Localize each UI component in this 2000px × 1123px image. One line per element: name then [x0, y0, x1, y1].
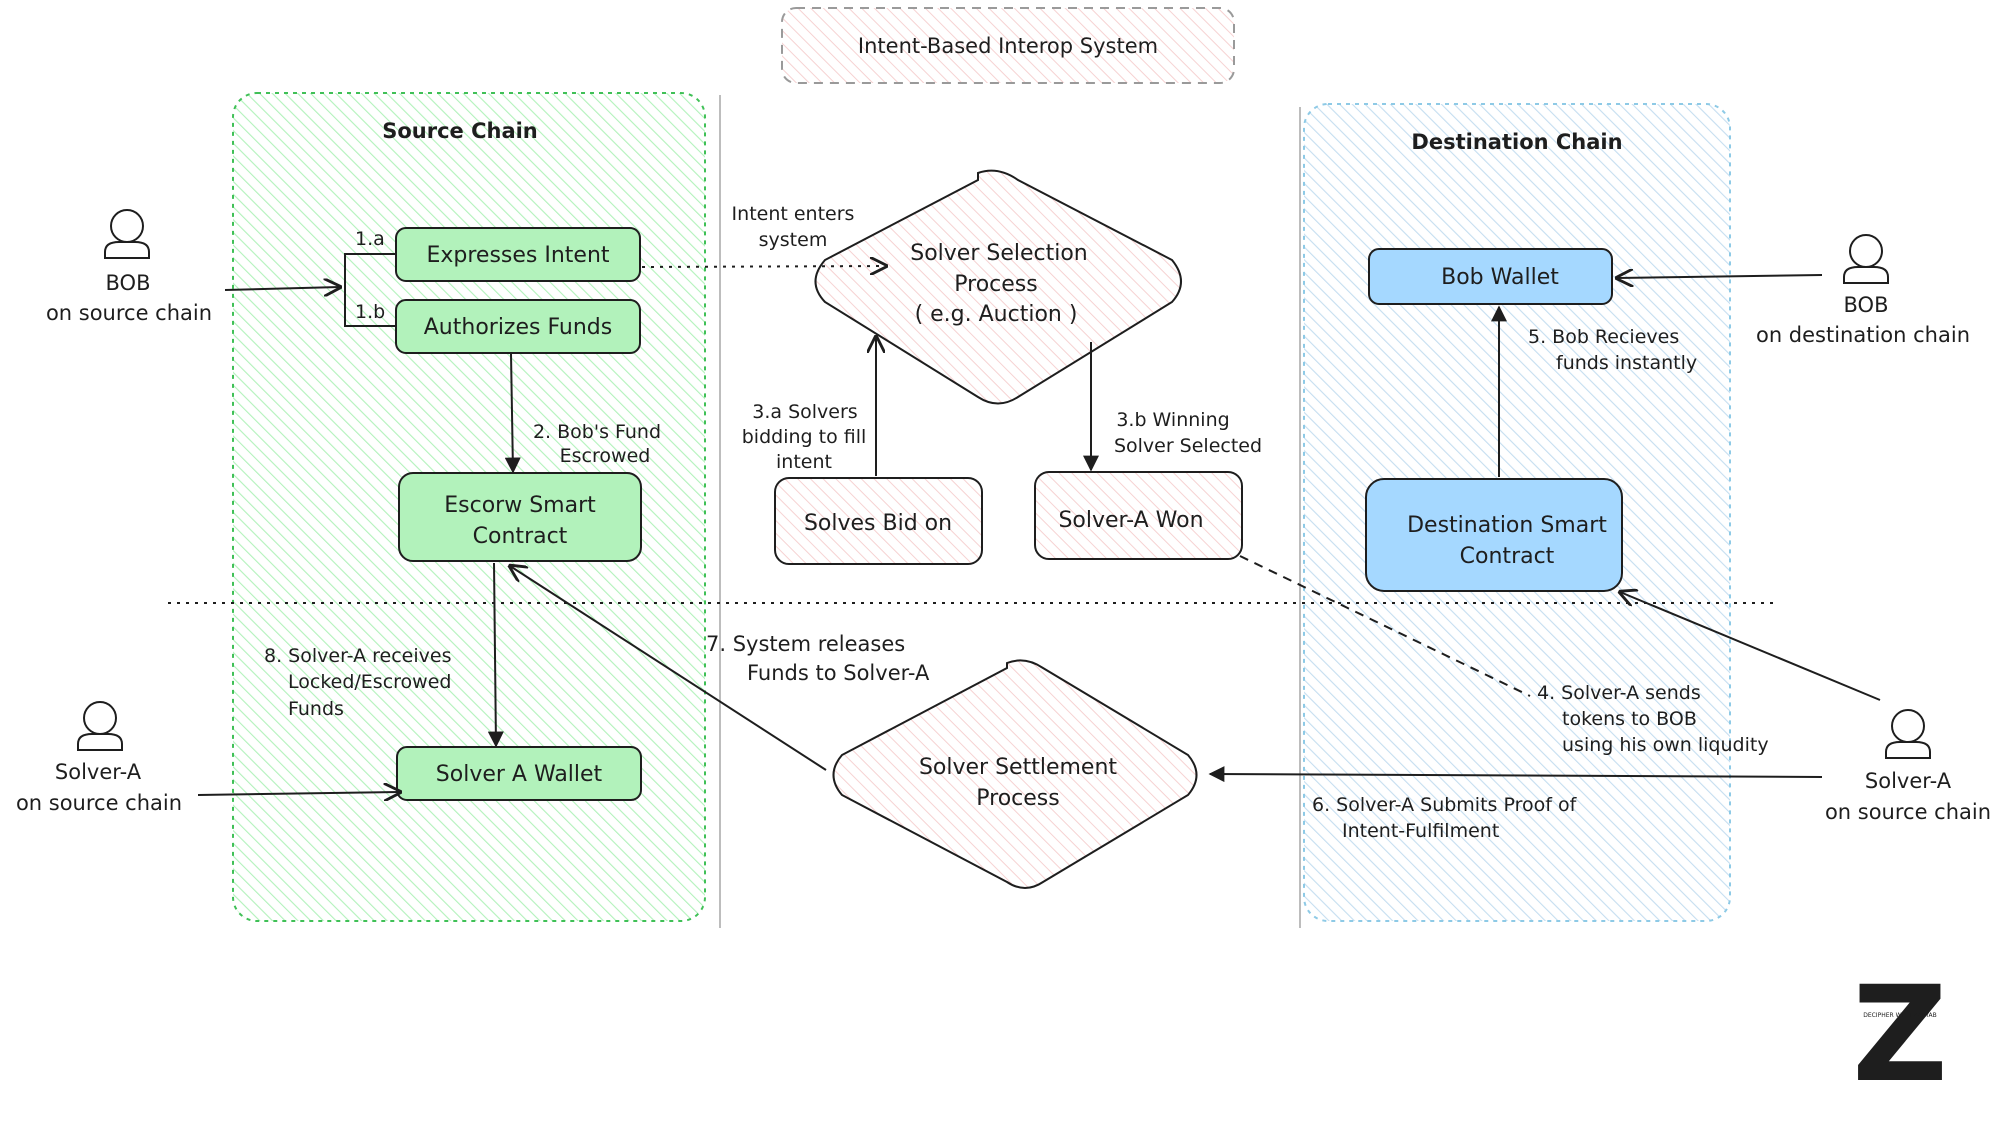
arrow-solver-to-destination — [1620, 592, 1881, 701]
arrow-bob-to-bracket — [224, 287, 340, 290]
actor-solver-source-right: Solver-A on source chain — [1825, 709, 1991, 824]
actor-subtitle: on destination chain — [1756, 323, 1970, 347]
user-icon — [1843, 234, 1889, 284]
label-step2-2: Escrowed — [560, 445, 651, 467]
label-1a: 1.a — [355, 228, 385, 250]
arrow-intent-to-selection — [641, 266, 886, 267]
label-step5-2: funds instantly — [1556, 352, 1697, 374]
label-step8-1: 8. Solver-A receives — [264, 645, 451, 667]
actor-name: BOB — [106, 271, 151, 295]
label-step6-1: 6. Solver-A Submits Proof of — [1312, 794, 1578, 816]
bob-wallet-label: Bob Wallet — [1441, 265, 1559, 290]
arrow-solver-to-wallet — [197, 792, 400, 795]
title-box: Intent-Based Interop System — [781, 7, 1235, 84]
actor-bob-source: BOB on source chain — [46, 209, 212, 325]
escrow-contract-label-line2: Contract — [473, 524, 568, 549]
solver-selection-diamond[interactable]: Solver Selection Process ( e.g. Auction … — [814, 169, 1182, 405]
label-step3a-2: bidding to fill — [742, 426, 867, 448]
solver-wallet-label: Solver A Wallet — [436, 762, 603, 787]
expresses-intent-box[interactable]: Expresses Intent — [395, 227, 641, 282]
source-chain-title: Source Chain — [382, 119, 538, 143]
solves-bid-label: Solves Bid on — [804, 511, 952, 536]
diagram-title: Intent-Based Interop System — [858, 34, 1158, 58]
arrow-solver-to-settlement — [1208, 766, 1823, 783]
destination-chain-title: Destination Chain — [1411, 130, 1622, 154]
solver-won-label: Solver-A Won — [1058, 508, 1203, 533]
logo-tagline: DECIPHER WITH ZARYAB — [1863, 1012, 1937, 1019]
label-step3a-3: intent — [776, 451, 832, 473]
label-step3b-1: 3.b Winning — [1116, 409, 1229, 431]
solver-selection-line2: Process — [954, 272, 1037, 297]
solver-selection-line1: Solver Selection — [910, 241, 1088, 266]
label-step8-2: Locked/Escrowed — [288, 671, 451, 693]
label-1b: 1.b — [355, 301, 385, 323]
solver-settlement-diamond[interactable]: Solver Settlement Process — [832, 659, 1198, 889]
label-step4-2: tokens to BOB — [1562, 708, 1697, 730]
bob-wallet-box[interactable]: Bob Wallet — [1368, 248, 1613, 305]
actor-subtitle: on source chain — [16, 791, 182, 815]
arrow-won-to-destination — [1239, 555, 1531, 697]
solver-wallet-box[interactable]: Solver A Wallet — [396, 746, 642, 801]
label-step2-1: 2. Bob's Fund — [533, 421, 661, 443]
solver-settlement-line2: Process — [976, 786, 1059, 811]
actor-name: Solver-A — [55, 760, 142, 784]
authorizes-funds-box[interactable]: Authorizes Funds — [395, 299, 641, 354]
solver-settlement-line1: Solver Settlement — [919, 755, 1117, 780]
arrow-settlement-to-escrow — [510, 566, 827, 771]
label-step7-1: 7. System releases — [706, 632, 905, 656]
actor-bob-destination: BOB on destination chain — [1756, 234, 1970, 347]
arrow-authorize-to-escrow — [504, 353, 521, 474]
actor-name: Solver-A — [1865, 769, 1952, 793]
label-step3b-2: Solver Selected — [1114, 435, 1262, 457]
label-step4-1: 4. Solver-A sends — [1537, 682, 1701, 704]
arrow-bob-to-bobwallet — [1617, 275, 1823, 278]
authorizes-funds-label: Authorizes Funds — [424, 315, 612, 340]
arrow-escrow-to-wallet — [487, 562, 504, 748]
label-intent-enters-1: Intent enters — [732, 203, 855, 225]
solver-selection-line3: ( e.g. Auction ) — [915, 302, 1078, 327]
actor-solver-source-left: Solver-A on source chain — [16, 701, 182, 815]
actor-subtitle: on source chain — [46, 301, 212, 325]
label-step4-3: using his own liqudity — [1562, 734, 1769, 756]
expresses-intent-label: Expresses Intent — [426, 243, 609, 268]
user-icon — [1885, 709, 1931, 759]
solver-won-box[interactable]: Solver-A Won — [1034, 471, 1243, 560]
label-step5-1: 5. Bob Recieves — [1528, 326, 1679, 348]
user-icon — [104, 209, 150, 259]
actor-name: BOB — [1844, 293, 1889, 317]
label-intent-enters-2: system — [759, 229, 828, 251]
intent-bracket — [344, 253, 396, 327]
label-step3a-1: 3.a Solvers — [752, 401, 857, 423]
label-step6-2: Intent-Fulfilment — [1342, 820, 1499, 842]
logo-letter: Z — [1852, 958, 1948, 1112]
escrow-contract-box[interactable]: Escorw Smart Contract — [398, 472, 642, 562]
label-step8-3: Funds — [288, 698, 344, 720]
escrow-contract-label-line1: Escorw Smart — [444, 493, 596, 518]
zaryab-logo: Z DECIPHER WITH ZARYAB — [1852, 958, 1948, 1112]
destination-contract-label-line1: Destination Smart — [1407, 513, 1607, 538]
user-icon — [77, 701, 123, 751]
actor-subtitle: on source chain — [1825, 800, 1991, 824]
solves-bid-box[interactable]: Solves Bid on — [774, 477, 983, 565]
destination-contract-label-line2: Contract — [1460, 544, 1555, 569]
destination-contract-box[interactable]: Destination Smart Contract — [1365, 478, 1623, 592]
label-step7-2: Funds to Solver-A — [747, 661, 930, 685]
